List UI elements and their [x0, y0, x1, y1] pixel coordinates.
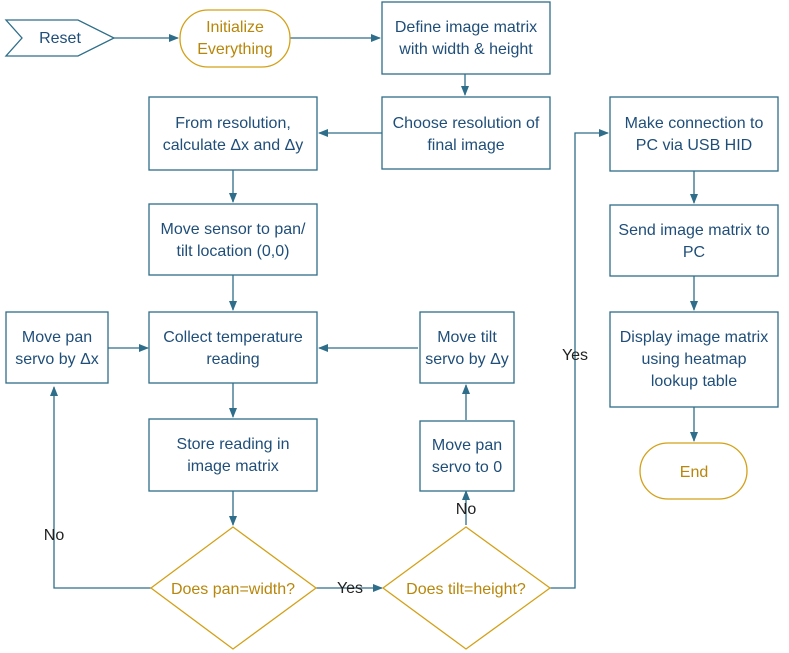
edge-label-yes-tilt: Yes	[562, 347, 588, 364]
store-node: Store reading in image matrix	[148, 418, 318, 492]
collect-node: Collect temperature reading	[148, 311, 318, 384]
end-node: End	[639, 442, 748, 500]
move-tilt-dy-node: Move tilt servo by Δy	[419, 311, 515, 384]
display-label-2: using heatmap	[642, 351, 747, 368]
tilt-height-decision: Does tilt=height?	[381, 526, 552, 650]
move-tilt-dy-label-2: servo by Δy	[425, 351, 509, 368]
display-label-3: lookup table	[651, 373, 737, 390]
send-label-2: PC	[683, 244, 705, 261]
move-sensor-label-1: Move sensor to pan/	[161, 221, 307, 238]
initialize-node-label-1: Initialize	[206, 19, 264, 36]
pan-width-label: Does pan=width?	[171, 581, 295, 598]
pan-width-decision: Does pan=width?	[149, 526, 318, 650]
reset-node-label: Reset	[39, 30, 81, 47]
move-pan-zero-node: Move pan servo to 0	[419, 420, 515, 492]
calculate-node: From resolution, calculate Δx and Δy	[148, 96, 318, 171]
move-sensor-node: Move sensor to pan/ tilt location (0,0)	[148, 203, 318, 276]
end-label: End	[680, 464, 708, 481]
edge-label-yes-pan: Yes	[337, 580, 363, 597]
tilt-height-label: Does tilt=height?	[406, 581, 526, 598]
define-matrix-node: Define image matrix with width & height	[381, 1, 551, 75]
display-label-1: Display image matrix	[620, 329, 768, 346]
collect-label-1: Collect temperature	[163, 329, 303, 346]
collect-label-2: reading	[206, 351, 259, 368]
edge-tilt-height-yes	[550, 129, 609, 589]
choose-resolution-label-2: final image	[427, 137, 504, 154]
choose-resolution-node: Choose resolution of final image	[381, 96, 551, 170]
edge-pan-width-no	[50, 386, 151, 589]
calculate-label-1: From resolution,	[175, 115, 291, 132]
move-tilt-dy-label-1: Move tilt	[437, 329, 497, 346]
move-pan-dx-node: Move pan servo by Δx	[5, 311, 109, 384]
edge-label-no-tilt: No	[456, 501, 477, 518]
connect-label-2: PC via USB HID	[636, 137, 752, 154]
display-node: Display image matrix using heatmap looku…	[609, 311, 779, 408]
define-matrix-label-2: with width & height	[398, 41, 533, 58]
connect-node: Make connection to PC via USB HID	[609, 96, 779, 172]
initialize-node: Initialize Everything	[179, 9, 291, 68]
calculate-label-2: calculate Δx and Δy	[163, 137, 304, 154]
store-label-2: image matrix	[187, 458, 279, 475]
choose-resolution-label-1: Choose resolution of	[393, 115, 540, 132]
store-label-1: Store reading in	[177, 436, 290, 453]
send-label-1: Send image matrix to	[618, 222, 769, 239]
send-node: Send image matrix to PC	[609, 204, 779, 277]
connectors	[50, 34, 698, 592]
connect-label-1: Make connection to	[625, 115, 764, 132]
edge-label-no-pan: No	[44, 527, 65, 544]
define-matrix-label-1: Define image matrix	[395, 19, 537, 36]
move-pan-zero-label-1: Move pan	[432, 437, 502, 454]
initialize-node-label-2: Everything	[197, 41, 273, 58]
move-pan-dx-label-2: servo by Δx	[15, 351, 99, 368]
move-pan-dx-label-1: Move pan	[22, 329, 92, 346]
move-pan-zero-label-2: servo to 0	[432, 459, 502, 476]
reset-node: Reset	[4, 19, 116, 57]
move-sensor-label-2: tilt location (0,0)	[177, 243, 290, 260]
